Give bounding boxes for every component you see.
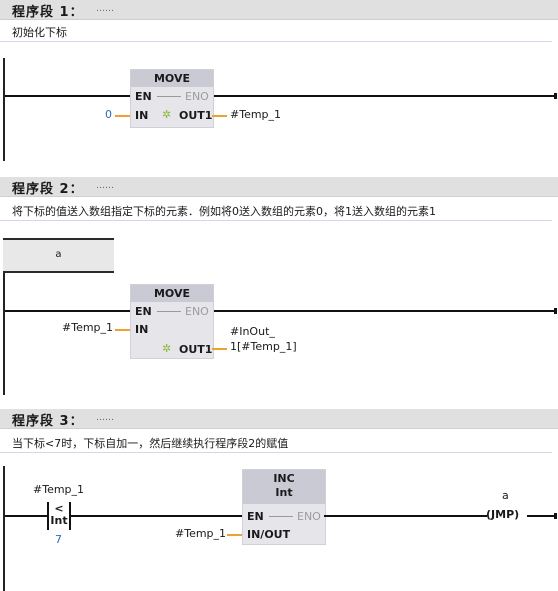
ok-status-icon: ✲: [162, 342, 172, 355]
inc-block[interactable]: INC Int EN ENO IN/OUT: [242, 469, 326, 545]
network-1-title: 程序段 1：: [12, 5, 84, 20]
network-1-rung-left: [5, 95, 131, 97]
network-1-comment-text: 初始化下标: [12, 26, 67, 39]
move-block-2-eno[interactable]: ENO: [185, 305, 209, 318]
jump-label-text: a: [55, 249, 62, 260]
network-3-header[interactable]: 程序段 3： ……: [0, 409, 558, 429]
network-3-rung-c: [324, 515, 487, 517]
inc-block-en-eno-link: [269, 516, 293, 517]
compare-operand-bottom[interactable]: 7: [55, 533, 62, 546]
compare-type[interactable]: Int: [50, 514, 68, 527]
network-3-rung-b: [71, 515, 243, 517]
network-3-rung-end: [554, 513, 557, 519]
network-2-rung-left: [5, 310, 131, 312]
move-block-2[interactable]: MOVE EN ENO IN ✲ OUT1: [130, 284, 214, 359]
network-1-header[interactable]: 程序段 1： ……: [0, 0, 558, 20]
jmp-target-label[interactable]: a: [502, 489, 509, 502]
move-block-1-out-wire: [212, 115, 227, 117]
network-3-title-dots: ……: [96, 413, 114, 423]
jmp-coil[interactable]: (JMP): [486, 508, 520, 521]
network-2-comment[interactable]: 将下标的值送入数组指定下标的元素．例如将0送入数组的元素0，将1送入数组的元素1: [0, 199, 552, 221]
network-2-rung-right: [212, 310, 555, 312]
move-block-1[interactable]: MOVE EN ENO IN ✲ OUT1: [130, 69, 214, 128]
move-block-1-in[interactable]: IN: [135, 109, 149, 122]
move-block-1-en[interactable]: EN: [135, 90, 152, 103]
inc-block-header: INC Int: [243, 470, 325, 504]
ok-status-icon: ✲: [162, 108, 172, 121]
network-1-rung-end: [554, 93, 557, 99]
compare-contact-right-bar: [69, 502, 71, 530]
move-block-2-out-value-line2[interactable]: 1[#Temp_1]: [230, 340, 297, 353]
network-3-rung-d: [527, 515, 555, 517]
network-2-rung-end: [554, 308, 557, 314]
inc-block-eno[interactable]: ENO: [297, 510, 321, 523]
move-block-2-in-value[interactable]: #Temp_1: [62, 321, 114, 334]
network-1-title-dots: ……: [96, 4, 114, 14]
inc-block-inout[interactable]: IN/OUT: [247, 528, 291, 541]
move-block-1-out-value[interactable]: #Temp_1: [230, 108, 282, 121]
network-2-power-rail: [3, 273, 5, 395]
network-3-power-rail: [3, 466, 5, 591]
move-block-2-in[interactable]: IN: [135, 323, 149, 336]
move-block-2-out1[interactable]: OUT1: [179, 343, 213, 356]
move-block-2-en[interactable]: EN: [135, 305, 152, 318]
compare-operand-top[interactable]: #Temp_1: [33, 483, 85, 496]
move-block-2-out-value-line1[interactable]: #InOut_: [230, 325, 275, 338]
move-block-1-in-wire: [115, 115, 130, 117]
network-2-comment-text: 将下标的值送入数组指定下标的元素．例如将0送入数组的元素0，将1送入数组的元素1: [12, 205, 436, 218]
move-block-2-out-wire: [212, 348, 227, 350]
network-2-header[interactable]: 程序段 2： ……: [0, 177, 558, 197]
move-block-2-name: MOVE: [131, 285, 213, 302]
inc-block-inout-wire: [227, 534, 242, 536]
move-block-1-name: MOVE: [131, 70, 213, 87]
jump-label-box[interactable]: a: [3, 238, 114, 273]
inc-block-inout-value[interactable]: #Temp_1: [175, 527, 227, 540]
compare-operator[interactable]: <: [54, 502, 64, 515]
network-3-comment-text: 当下标<7时，下标自加一，然后继续执行程序段2的赋值: [12, 437, 289, 450]
network-1-comment[interactable]: 初始化下标: [0, 20, 552, 42]
move-block-1-en-eno-link: [157, 96, 181, 97]
network-2-title-dots: ……: [96, 181, 114, 191]
inc-block-name: INC: [273, 472, 295, 485]
network-2-title: 程序段 2：: [12, 182, 84, 197]
move-block-2-in-wire: [115, 329, 130, 331]
network-3-rung-a: [5, 515, 47, 517]
network-3-comment[interactable]: 当下标<7时，下标自加一，然后继续执行程序段2的赋值: [0, 431, 552, 453]
network-1-rung-right: [212, 95, 555, 97]
move-block-2-en-eno-link: [157, 311, 181, 312]
network-1-power-rail: [3, 58, 5, 161]
move-block-1-eno[interactable]: ENO: [185, 90, 209, 103]
move-block-1-out1[interactable]: OUT1: [179, 109, 213, 122]
move-block-1-in-value[interactable]: 0: [105, 108, 112, 121]
network-3-title: 程序段 3：: [12, 414, 84, 429]
inc-block-type: Int: [275, 486, 293, 499]
inc-block-en[interactable]: EN: [247, 510, 264, 523]
compare-contact-left-bar: [47, 502, 49, 530]
